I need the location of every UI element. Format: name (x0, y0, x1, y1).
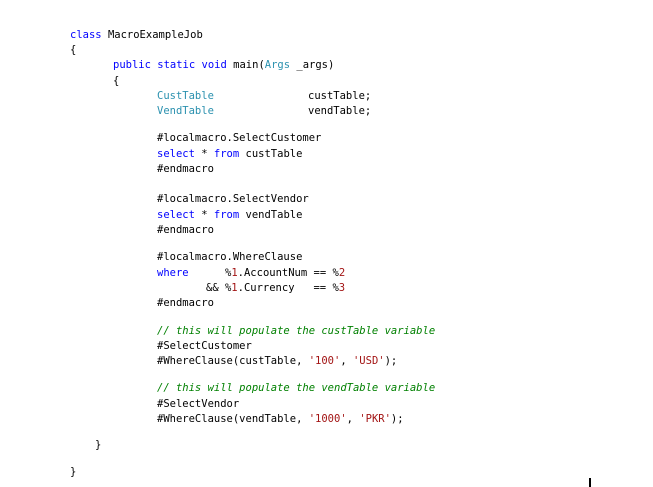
class-open-brace: { (70, 44, 77, 56)
where-condition-1: %1.AccountNum == %2 (225, 266, 345, 280)
call-where-clause-cust: #WhereClause(custTable, '100', 'USD'); (157, 354, 397, 368)
where-keyword: where (157, 267, 189, 279)
macro-param-3: 3 (338, 282, 346, 294)
method-open-brace: { (113, 75, 120, 87)
and-operator: && % (206, 282, 232, 294)
decl-cust-type: CustTable (157, 89, 214, 103)
select-star: * (194, 209, 214, 221)
arg-separator: , (346, 413, 360, 425)
select-keyword: select (157, 209, 195, 221)
macro-select-customer-end: #endmacro (157, 163, 214, 175)
param-rest: _args) (290, 59, 335, 71)
field-currency: .Currency == % (237, 282, 339, 294)
class-keyword: class (70, 29, 102, 41)
macro-param-1: 1 (231, 267, 238, 279)
type-vendtable: VendTable (157, 105, 214, 117)
select-table: custTable (239, 148, 303, 160)
comment-cust: // this will populate the custTable vari… (157, 325, 436, 337)
method-signature-line: public static void main(Args _args) (113, 58, 334, 72)
text-cursor (589, 478, 591, 487)
string-arg-1000: '1000' (308, 413, 347, 425)
method-close-brace: } (95, 439, 102, 451)
decl-cust-var: custTable; (308, 90, 372, 102)
static-keyword: static (157, 59, 196, 71)
call-where-clause-vend: #WhereClause(vendTable, '1000', 'PKR'); (157, 412, 404, 426)
macro-where-clause-end: #endmacro (157, 297, 214, 309)
call-end: ); (390, 413, 404, 425)
select-keyword: select (157, 148, 195, 160)
select-table: vendTable (239, 209, 303, 221)
string-arg-pkr: 'PKR' (359, 413, 391, 425)
class-declaration-line: class MacroExampleJob (70, 28, 203, 42)
public-keyword: public (113, 59, 151, 71)
string-arg-100: '100' (308, 355, 341, 367)
arg-separator: , (340, 355, 353, 367)
method-name: main( (233, 59, 265, 71)
call-end: ); (384, 355, 398, 367)
pct-marker: % (225, 267, 232, 279)
macro-select-customer-def: #localmacro.SelectCustomer (157, 132, 322, 144)
macro-where-clause-def: #localmacro.WhereClause (157, 251, 303, 263)
from-keyword: from (213, 209, 240, 221)
call-start: #WhereClause(custTable, (157, 355, 309, 367)
macro-select-vendor-end: #endmacro (157, 224, 214, 236)
call-select-vendor: #SelectVendor (157, 398, 240, 410)
where-condition-2: && %1.Currency == %3 (206, 281, 345, 295)
string-arg-usd: 'USD' (352, 355, 385, 367)
type-custtable: CustTable (157, 90, 214, 102)
macro-select-vendor-body: select * from vendTable (157, 208, 302, 222)
macro-param-1b: 1 (231, 282, 238, 294)
field-accountnum: .AccountNum == % (237, 267, 339, 279)
select-star: * (194, 148, 214, 160)
decl-vend-type: VendTable (157, 104, 214, 118)
macro-select-vendor-def: #localmacro.SelectVendor (157, 193, 309, 205)
call-select-customer: #SelectCustomer (157, 340, 252, 352)
void-keyword: void (201, 59, 227, 71)
call-start: #WhereClause(vendTable, (157, 413, 309, 425)
comment-vend: // this will populate the vendTable vari… (157, 382, 436, 394)
from-keyword: from (213, 148, 240, 160)
class-name: MacroExampleJob (107, 29, 203, 41)
param-type: Args (264, 59, 291, 71)
macro-select-customer-body: select * from custTable (157, 147, 302, 161)
decl-vend-var: vendTable; (308, 105, 372, 117)
class-close-brace: } (70, 466, 77, 478)
macro-param-2: 2 (338, 267, 346, 279)
where-keyword-line: where (157, 266, 189, 280)
